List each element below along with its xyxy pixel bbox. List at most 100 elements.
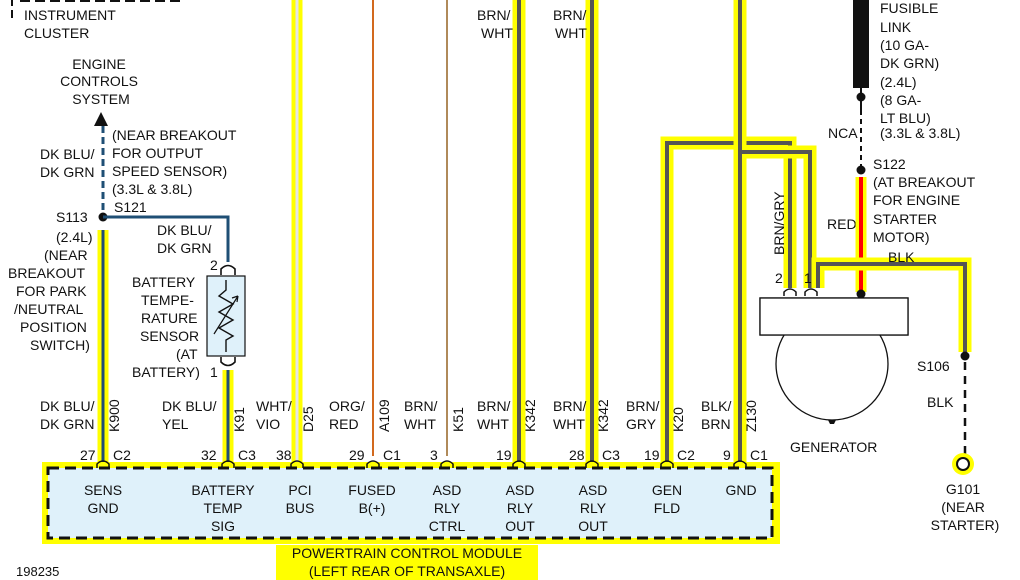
pcm-pin-terminal — [733, 460, 747, 468]
wire-connector-id: C2 — [677, 447, 695, 463]
pcm-pin-terminal — [96, 460, 110, 468]
wire-color-label: ORG/RED — [329, 398, 365, 432]
gen-pin-1: 1 — [804, 270, 812, 286]
sensor-pin-2-terminal — [220, 264, 236, 275]
wire-circuit-label: Z130 — [743, 400, 759, 432]
fusible-link-label: FUSIBLE LINK (10 GA- DK GRN) (2.4L) (8 G… — [880, 0, 960, 141]
wire-color-label: DK BLU/DK GRN — [40, 398, 95, 432]
wire-color-label: BRN/GRY — [626, 398, 660, 432]
pcm-pin-terminal — [290, 460, 304, 468]
blk-wire — [816, 262, 967, 352]
ground-group: S106 BLK G101 (NEAR STARTER) — [917, 351, 1000, 533]
generator-label: GENERATOR — [790, 439, 877, 455]
wire-pin-number: 19 — [496, 447, 512, 463]
pcm-location: (LEFT REAR OF TRANSAXLE) — [309, 563, 505, 579]
wire-color-label: BRN/WHT — [404, 398, 438, 432]
wire-circuit-label: A109 — [376, 399, 392, 432]
pcm-pin-terminal — [512, 460, 526, 468]
wires-layer — [97, 0, 817, 462]
ground-blk-label: BLK — [927, 394, 954, 410]
instrument-cluster-label: INSTRUMENT CLUSTER — [24, 7, 119, 41]
pcm-pin-terminal — [585, 460, 599, 468]
ground-eyelet-icon — [956, 457, 970, 471]
wire-pin-number: 3 — [430, 447, 438, 463]
wire-pin-number: 32 — [201, 447, 217, 463]
pcm-pin-terminals — [96, 460, 747, 468]
s113-label: S113 — [56, 209, 88, 225]
wire-circuit-label: K20 — [670, 407, 686, 432]
gen-pin-1-terminal — [804, 288, 818, 296]
blk-wire-label: BLK — [888, 249, 915, 265]
variable-arrow-icon — [213, 295, 239, 335]
g101-label: G101 (NEAR STARTER) — [931, 481, 1000, 533]
sensor-pin-1-terminal — [220, 357, 236, 367]
s122-label: S122 — [873, 156, 906, 172]
gen-battery-terminal — [856, 289, 866, 299]
sensor-wire-top-label: DK BLU/ DK GRN — [157, 222, 215, 256]
brn-gry-label: BRN/GRY — [771, 191, 787, 255]
wire-pin-number: 28 — [569, 447, 585, 463]
wire-color-label: BLK/BRN — [701, 398, 731, 432]
wire-color-label: WHT/VIO — [256, 398, 292, 432]
wire-pin-number: 38 — [276, 447, 292, 463]
wire-connector-id: C1 — [383, 447, 401, 463]
wire-gen1 — [740, 150, 812, 288]
s113-location-note: (2.4L) (NEAR BREAKOUT FOR PARK /NEUTRAL … — [8, 229, 96, 353]
fusible-link-group: FUSIBLE LINK (10 GA- DK GRN) (2.4L) (8 G… — [827, 0, 979, 292]
s106-splice-dot — [960, 351, 970, 361]
sensor-branch-wire — [103, 215, 230, 262]
s122-note: (AT BREAKOUT FOR ENGINE STARTER MOTOR) — [873, 174, 979, 245]
wire-pin-number: 19 — [644, 447, 660, 463]
s113-wire-label: DK BLU/ DK GRN — [40, 146, 98, 180]
s121-label: S121 — [114, 199, 147, 215]
battery-temp-sensor-label: BATTERY TEMPE- RATURE SENSOR (AT BATTERY… — [132, 274, 203, 380]
fusible-link-node — [856, 92, 866, 102]
pcm-pin-terminal — [221, 460, 235, 468]
nca-label: NCA — [828, 125, 858, 141]
pcm-name-highlight — [276, 545, 538, 580]
wire-color-label: BRN/WHT — [553, 398, 587, 432]
battery-temp-sensor: DK BLU/ DK GRN 2 1 BATTERY TEMPE- RATURE… — [132, 222, 246, 380]
wire-color-label: DK BLU/YEL — [162, 398, 217, 432]
fusible-link-icon — [853, 0, 869, 88]
figure-id: 198235 — [16, 564, 59, 579]
pcm-pin-terminal — [440, 460, 454, 468]
wire-k20 — [665, 141, 792, 462]
top-wire-labels: BRN/ WHT BRN/ WHT — [477, 7, 590, 41]
gen-pin-2-terminal — [783, 288, 797, 296]
wire-connector-id: C3 — [602, 447, 620, 463]
instrument-cluster: INSTRUMENT CLUSTER — [11, 0, 181, 41]
wire-connector-id: C2 — [113, 447, 131, 463]
sensor-pin-1: 1 — [210, 364, 218, 380]
wire-circuit-label: D25 — [300, 406, 316, 432]
pcm-pin-terminal — [660, 460, 674, 468]
pcm-body — [46, 466, 774, 540]
s106-label: S106 — [917, 358, 950, 374]
s122-splice-dot — [856, 165, 866, 175]
wire-circuit-label: K51 — [450, 407, 466, 432]
blk-wire-group: BLK — [811, 249, 972, 352]
wire-circuit-label: K91 — [231, 407, 247, 432]
generator: BRN/GRY 2 1 GENERATOR — [759, 191, 909, 455]
wire-circuit-label: K342 — [595, 399, 611, 432]
generator-ground-icon — [828, 420, 836, 424]
gen-pin-2: 2 — [775, 270, 783, 286]
pcm-terminal-label: GND — [725, 482, 756, 498]
top-wire-label-2: BRN/ WHT — [553, 7, 590, 41]
wire-pin-number: 27 — [80, 447, 96, 463]
wire-pin-number: 9 — [723, 447, 731, 463]
arrow-up-icon — [94, 112, 108, 126]
wire-color-label: BRN/WHT — [477, 398, 511, 432]
engine-controls-branch: ENGINE CONTROLS SYSTEM DK BLU/ DK GRN (N… — [8, 56, 237, 353]
